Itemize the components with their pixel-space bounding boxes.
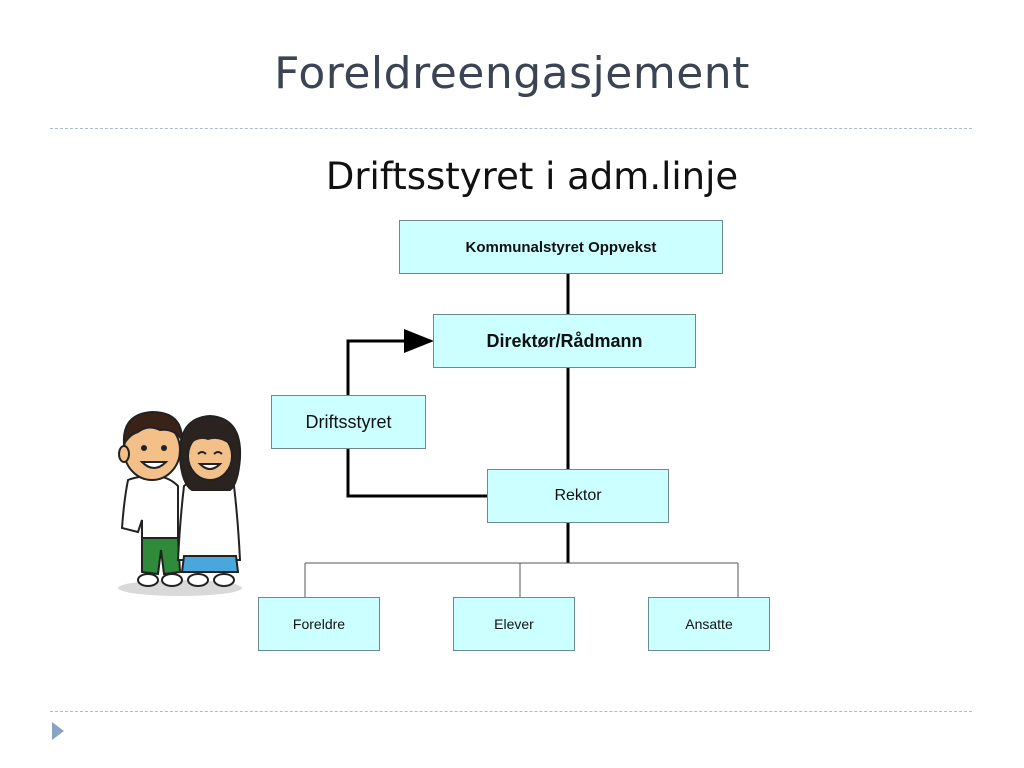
boy-shoe-left [137, 573, 159, 587]
slide-title: Foreldreengasjement [274, 48, 750, 99]
bullet-arrow-icon [52, 722, 64, 740]
box-kommunalstyret-label: Kommunalstyret Oppvekst [465, 238, 657, 256]
box-elever-label: Elever [494, 616, 534, 632]
connector-driftsstyret-direktor-arrow [346, 329, 434, 395]
box-ansatte: Ansatte [648, 597, 770, 651]
connector-driftsstyret-rektor [346, 449, 487, 498]
boy-shoe-right [161, 573, 183, 587]
box-rektor-label: Rektor [554, 487, 602, 504]
girl-eye-right [213, 451, 223, 455]
boy-mouth [139, 461, 169, 469]
girl-eye-left [197, 451, 207, 455]
box-rektor: Rektor [487, 469, 669, 523]
girl-mouth [197, 463, 223, 470]
boy-shirt [120, 474, 179, 541]
girl-skirt-hem [180, 555, 240, 573]
box-driftsstyret: Driftsstyret [271, 395, 426, 449]
girl-shoe-left [187, 573, 209, 587]
box-elever: Elever [453, 597, 575, 651]
top-divider [50, 128, 972, 129]
box-direktor-label: Direktør/Rådmann [486, 330, 643, 351]
bottom-divider [50, 711, 972, 712]
diagram-subtitle: Driftsstyret i adm.linje [325, 155, 739, 198]
boy-pants [141, 537, 182, 576]
box-direktor: Direktør/Rådmann [433, 314, 696, 368]
box-foreldre: Foreldre [258, 597, 380, 651]
box-foreldre-label: Foreldre [292, 616, 346, 632]
box-ansatte-label: Ansatte [685, 616, 733, 632]
box-driftsstyret-label: Driftsstyret [305, 411, 392, 432]
boy-eye-right [161, 445, 167, 451]
children-illustration [118, 410, 242, 596]
girl-bangs [188, 426, 232, 446]
box-kommunalstyret: Kommunalstyret Oppvekst [399, 220, 723, 274]
boy-hair [122, 410, 184, 448]
boy-ear [118, 445, 130, 463]
girl-shoe-right [213, 573, 235, 587]
boy-eye-left [141, 445, 147, 451]
